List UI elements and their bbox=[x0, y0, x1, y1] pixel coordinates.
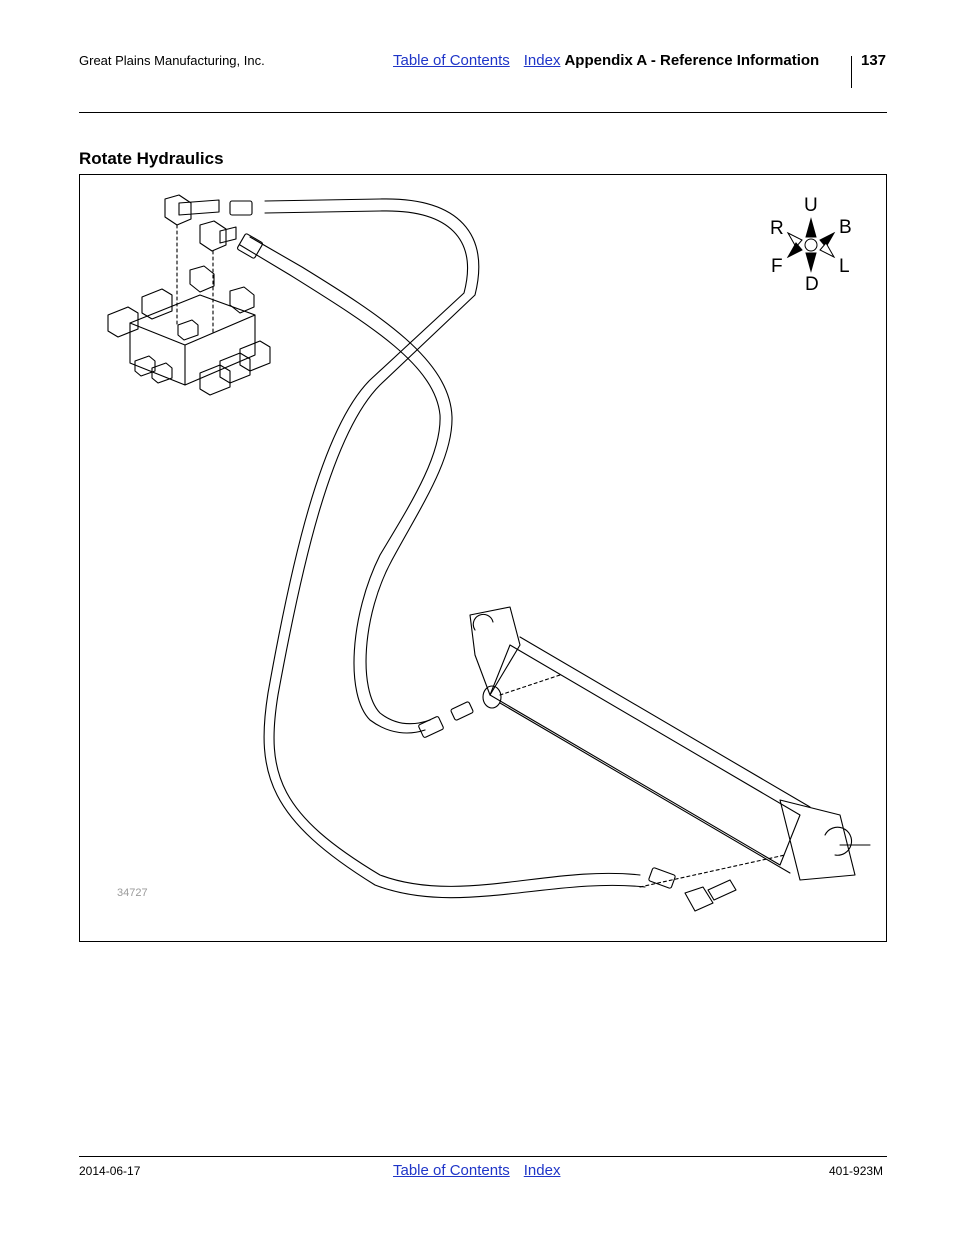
hose-b-outer bbox=[239, 244, 441, 734]
hose-b-inner bbox=[249, 236, 453, 725]
hydraulics-figure: U R B F L D 34727 bbox=[79, 174, 887, 942]
hose-end-cyl bbox=[418, 716, 444, 738]
footer-index-link[interactable]: Index bbox=[523, 1162, 561, 1179]
o-ring bbox=[482, 685, 502, 709]
footer-date: 2014-06-17 bbox=[79, 1164, 141, 1178]
page-title: Rotate Hydraulics bbox=[79, 149, 224, 168]
footer-toc-link[interactable]: Table of Contents bbox=[393, 1162, 510, 1179]
index-link[interactable]: Index bbox=[523, 52, 561, 69]
compass-down: D bbox=[805, 274, 819, 295]
elbow-top-1 bbox=[164, 194, 220, 226]
compass-back: B bbox=[839, 217, 852, 238]
cylinder-rod-end bbox=[469, 606, 521, 696]
header-divider bbox=[851, 56, 852, 88]
valve-elbows bbox=[189, 265, 255, 314]
compass-front: F bbox=[771, 256, 783, 277]
compass-rose bbox=[786, 217, 836, 273]
hose-a-inner bbox=[263, 210, 646, 899]
hydraulics-drawing bbox=[107, 194, 871, 912]
valve-ports bbox=[107, 288, 271, 396]
footer-doc-number: 401-923M bbox=[829, 1164, 884, 1178]
assembly-lines bbox=[176, 224, 786, 888]
valve-block bbox=[129, 294, 256, 386]
hose-end-top bbox=[229, 200, 253, 216]
compass-right: R bbox=[770, 218, 784, 239]
cylinder-base bbox=[779, 799, 871, 881]
hose-end-bottom bbox=[648, 867, 676, 889]
cylinder-barrel bbox=[489, 636, 811, 874]
figure-id: 34727 bbox=[117, 887, 148, 899]
footer-rule bbox=[79, 1156, 887, 1157]
toc-link[interactable]: Table of Contents bbox=[393, 52, 510, 69]
compass-left: L bbox=[839, 256, 850, 277]
page-number: 137 bbox=[861, 52, 887, 69]
hose-a-outer bbox=[264, 198, 641, 887]
elbow-bottom bbox=[684, 879, 737, 912]
fitting-cyl bbox=[450, 701, 474, 721]
company-name: Great Plains Manufacturing, Inc. bbox=[79, 53, 265, 68]
elbow-top-2 bbox=[199, 220, 237, 252]
compass-up: U bbox=[804, 195, 818, 216]
footer-nav: Table of Contents Index bbox=[393, 1162, 560, 1179]
header-rule bbox=[79, 112, 887, 113]
hose-end-b bbox=[237, 233, 263, 259]
section-heading: Appendix A - Reference Information bbox=[564, 52, 820, 69]
